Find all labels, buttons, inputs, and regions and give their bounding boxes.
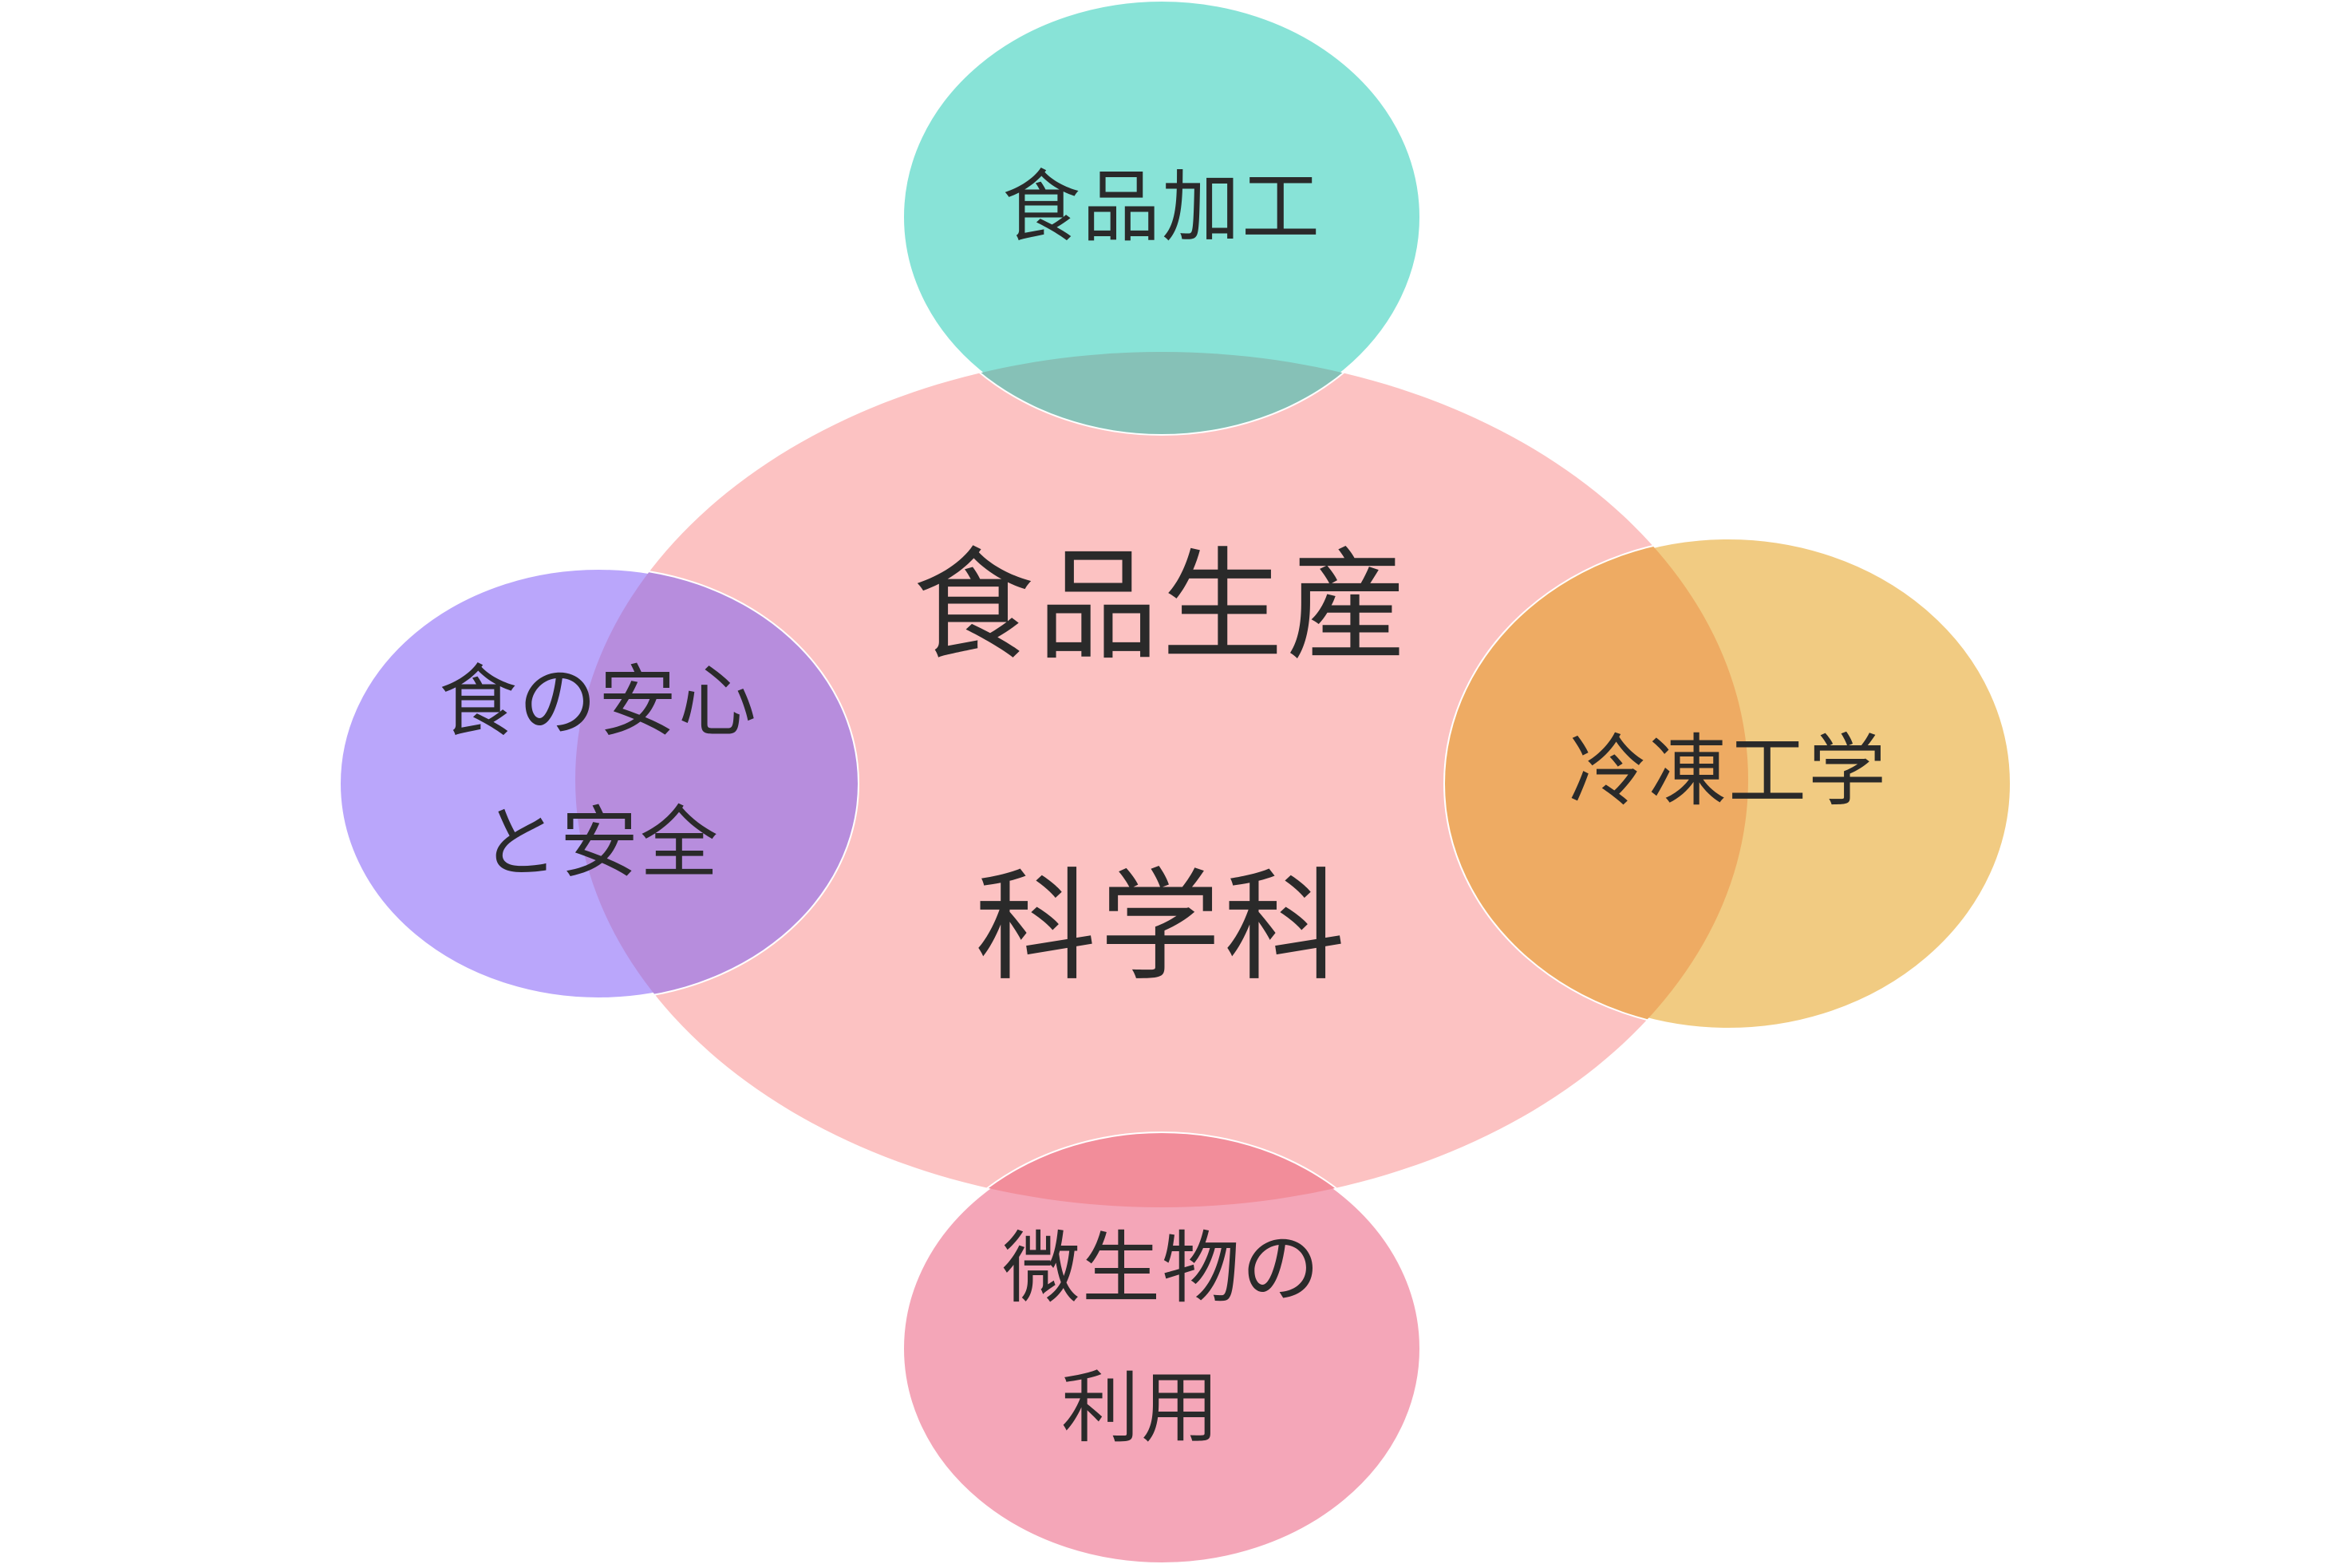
left-label-line1: 食の安心 (438, 657, 759, 748)
left-label-line2: と安全 (480, 798, 720, 889)
center-circle (575, 352, 1748, 1207)
center-label-line1: 食品生産 (913, 535, 1411, 677)
bottom-label-line1: 微生物の (1001, 1223, 1322, 1314)
overlap-left (575, 568, 858, 999)
top-label: 食品加工 (1001, 162, 1322, 253)
right-label: 冷凍工学 (1568, 726, 1889, 817)
overlap-right (1445, 538, 1748, 1029)
center-label-line2: 科学科 (975, 856, 1348, 997)
bottom-label-line2: 利用 (1060, 1363, 1222, 1454)
